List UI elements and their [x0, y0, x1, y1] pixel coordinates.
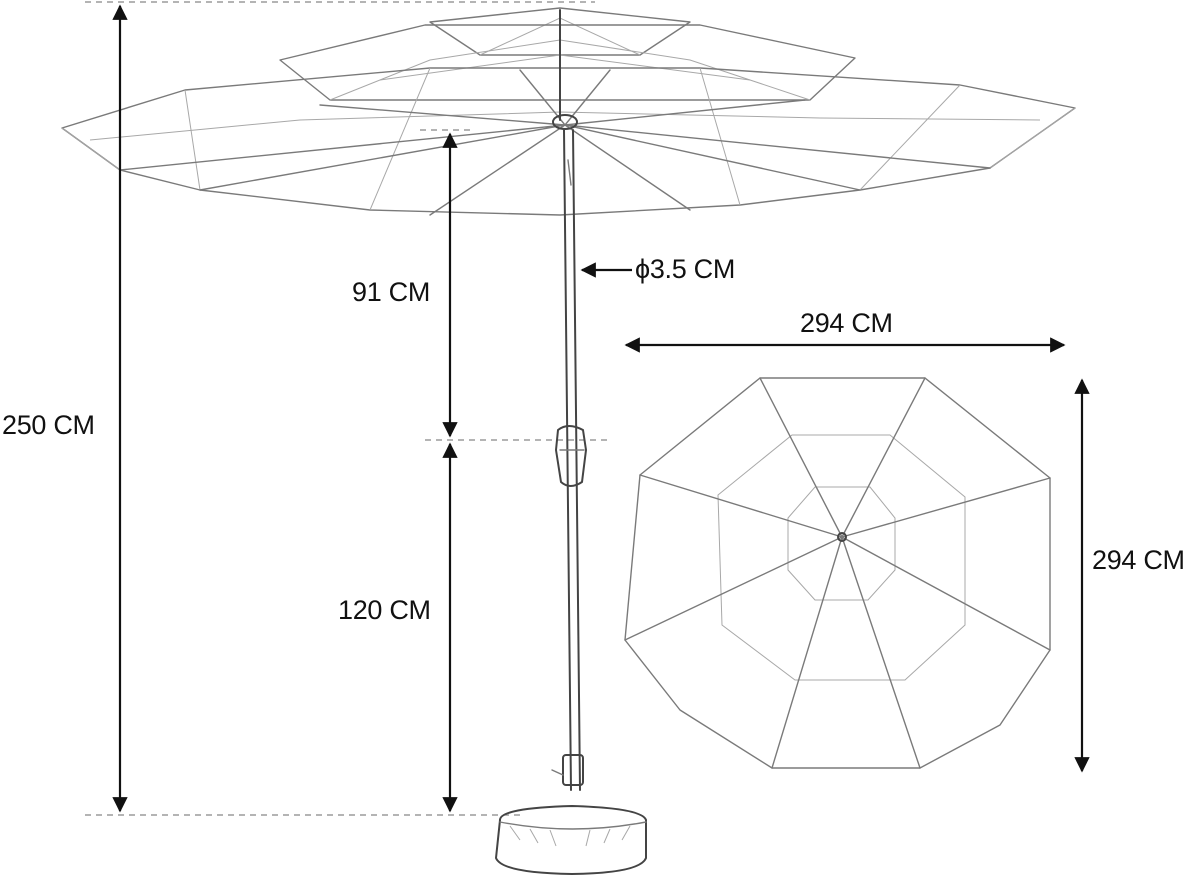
crank-to-base-label: 120 CM: [338, 595, 431, 625]
dimension-arrows: [112, 4, 1090, 813]
total-height-label: 250 CM: [2, 410, 95, 440]
canopy-to-crank-label: 91 CM: [352, 277, 431, 307]
top-view-width-label: 294 CM: [800, 308, 893, 338]
pole-diameter-label: ϕ3.5 CM: [635, 254, 736, 284]
guide-lines: [85, 1, 612, 816]
umbrella-side-view: [61, 7, 1076, 875]
top-view-depth-label: 294 CM: [1092, 545, 1185, 575]
umbrella-top-view: [624, 377, 1051, 769]
